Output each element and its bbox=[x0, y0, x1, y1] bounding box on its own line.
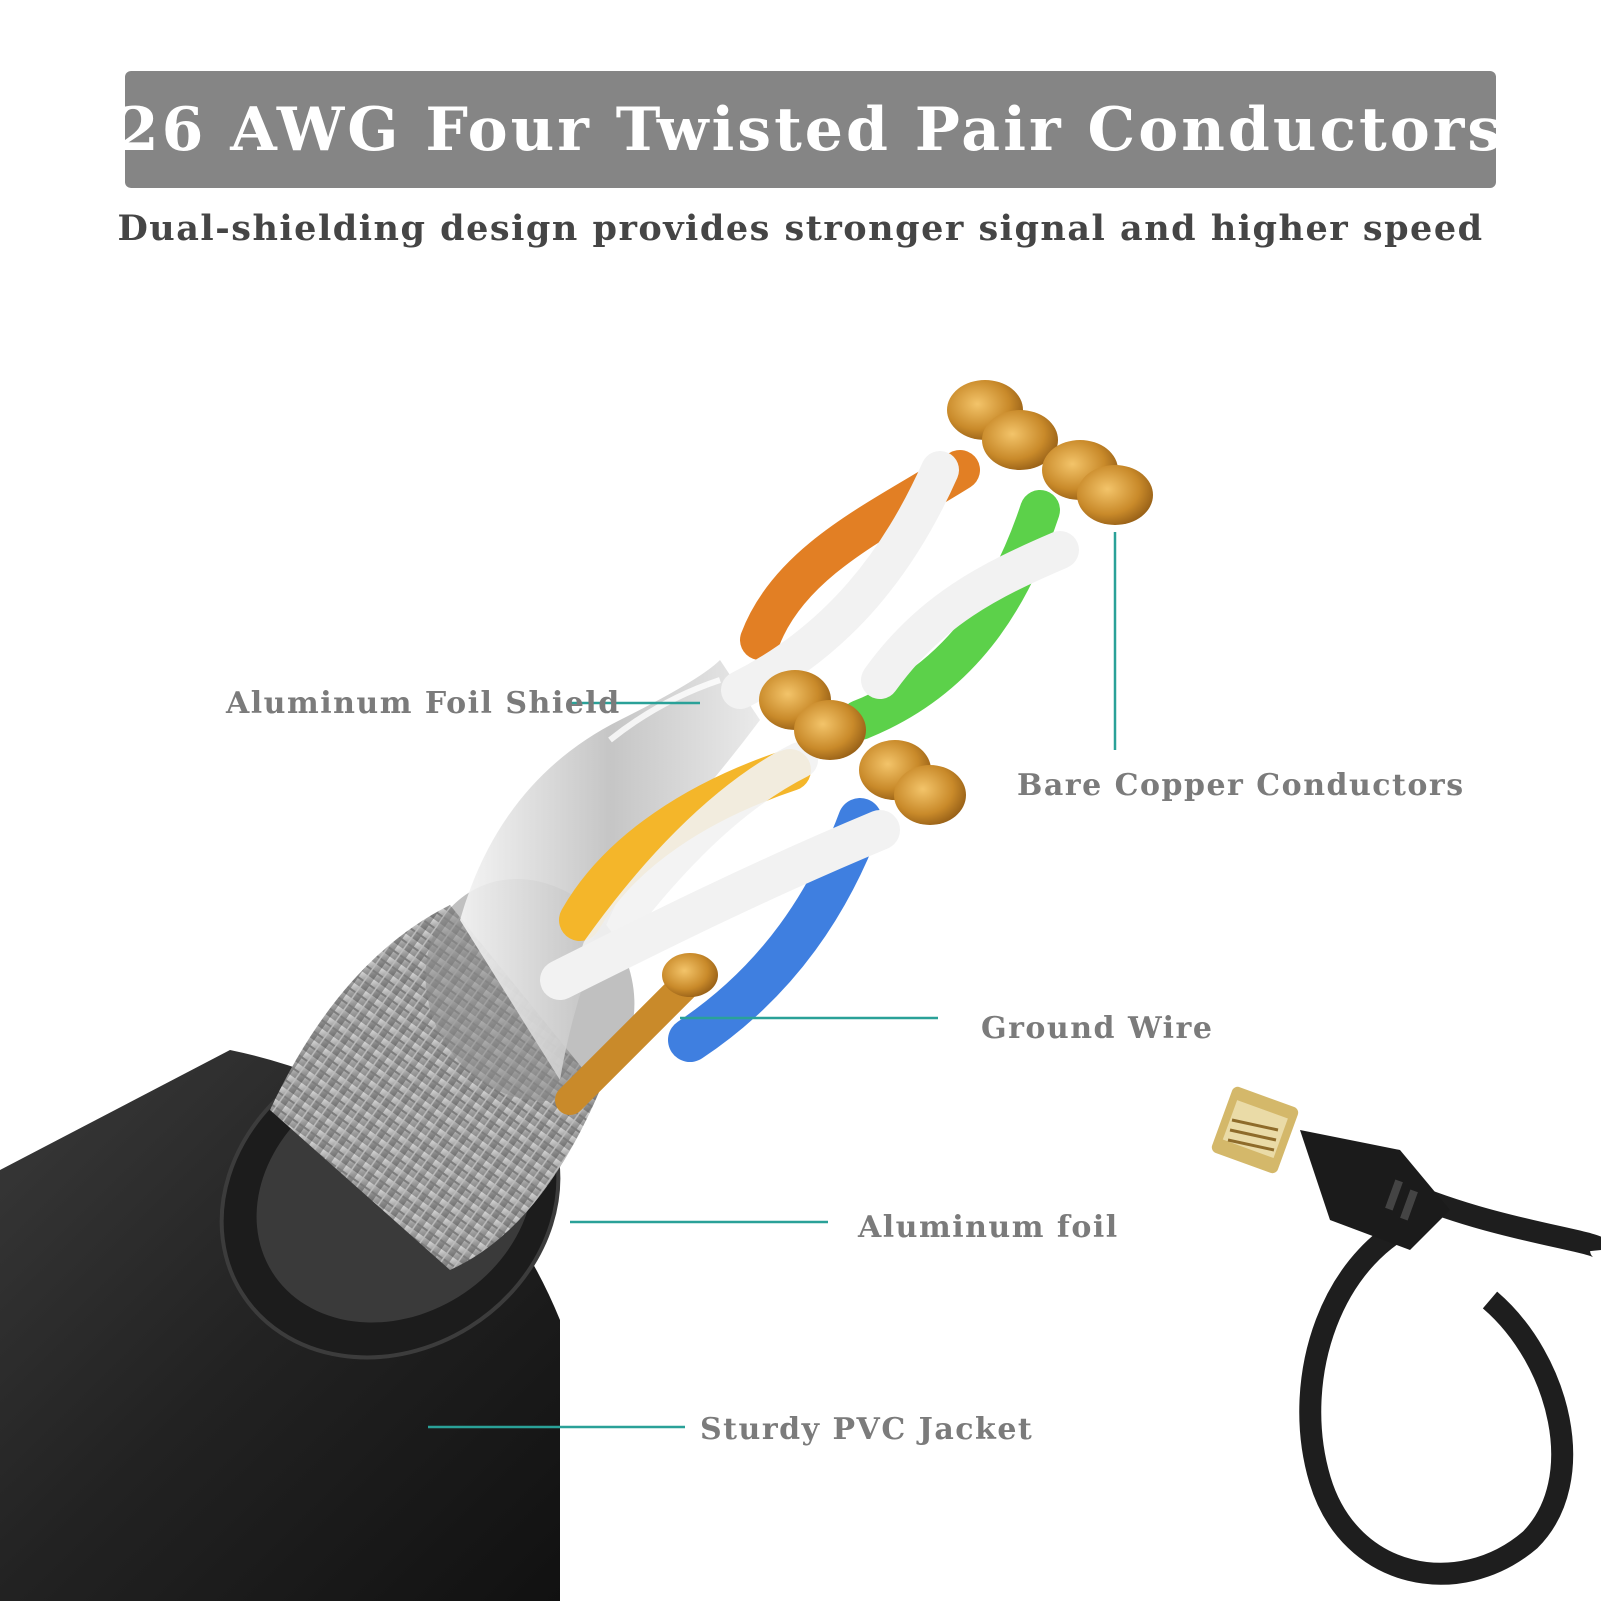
callout-ground-wire: Ground Wire bbox=[981, 1011, 1214, 1046]
leader-lines bbox=[428, 532, 1117, 1429]
copper-conductor-ends bbox=[662, 380, 1153, 997]
callout-bare-copper-conductors: Bare Copper Conductors bbox=[1017, 768, 1465, 803]
callout-aluminum-foil-shield: Aluminum Foil Shield bbox=[226, 686, 621, 721]
page-subtitle: Dual-shielding design provides stronger … bbox=[117, 208, 1484, 249]
twisted-pairs bbox=[540, 450, 1079, 1115]
title-banner: 26 AWG Four Twisted Pair Conductors bbox=[117, 71, 1501, 188]
callout-aluminum-foil: Aluminum foil bbox=[858, 1210, 1119, 1245]
page-title: 26 AWG Four Twisted Pair Conductors bbox=[116, 94, 1505, 165]
callout-sturdy-pvc-jacket: Sturdy PVC Jacket bbox=[700, 1412, 1034, 1447]
rj45-connector-icon bbox=[1211, 1086, 1601, 1585]
